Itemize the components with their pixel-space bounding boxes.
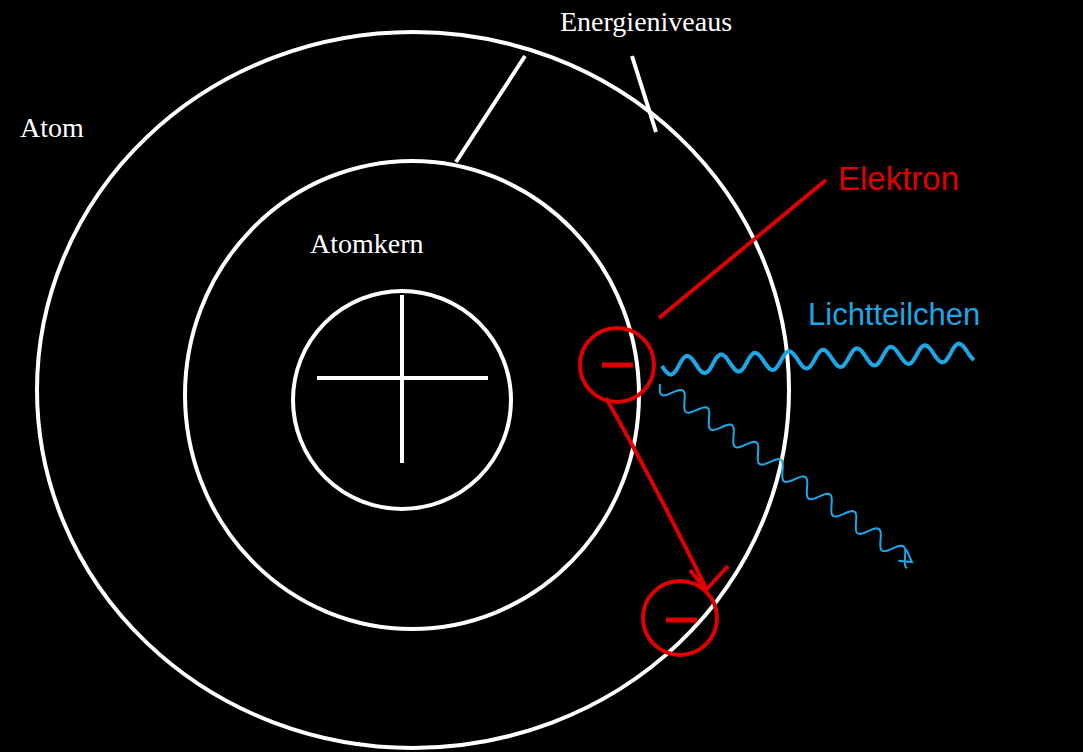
- arrowhead: [690, 566, 728, 590]
- light-wave: [662, 344, 974, 375]
- atom-label: Atom: [20, 112, 84, 144]
- leader-line: [659, 180, 826, 318]
- inner-energy-level: [185, 161, 639, 629]
- leader-line: [632, 56, 656, 132]
- nucleus-circle: [293, 291, 511, 509]
- electron-circle: [580, 328, 654, 402]
- leader-line: [456, 56, 525, 162]
- minus-sign: [602, 363, 633, 368]
- nucleus-label: Atomkern: [310, 228, 424, 260]
- minus-sign: [666, 618, 697, 623]
- level-label: Energieniveaus: [560, 6, 732, 38]
- photon-label: Lichtteilchen: [808, 297, 980, 333]
- plus-sign: [317, 376, 488, 380]
- arrowhead: [898, 549, 912, 562]
- transition-arrow: [606, 398, 706, 588]
- electron-label: Elektron: [838, 160, 959, 198]
- light-wave: [660, 384, 907, 568]
